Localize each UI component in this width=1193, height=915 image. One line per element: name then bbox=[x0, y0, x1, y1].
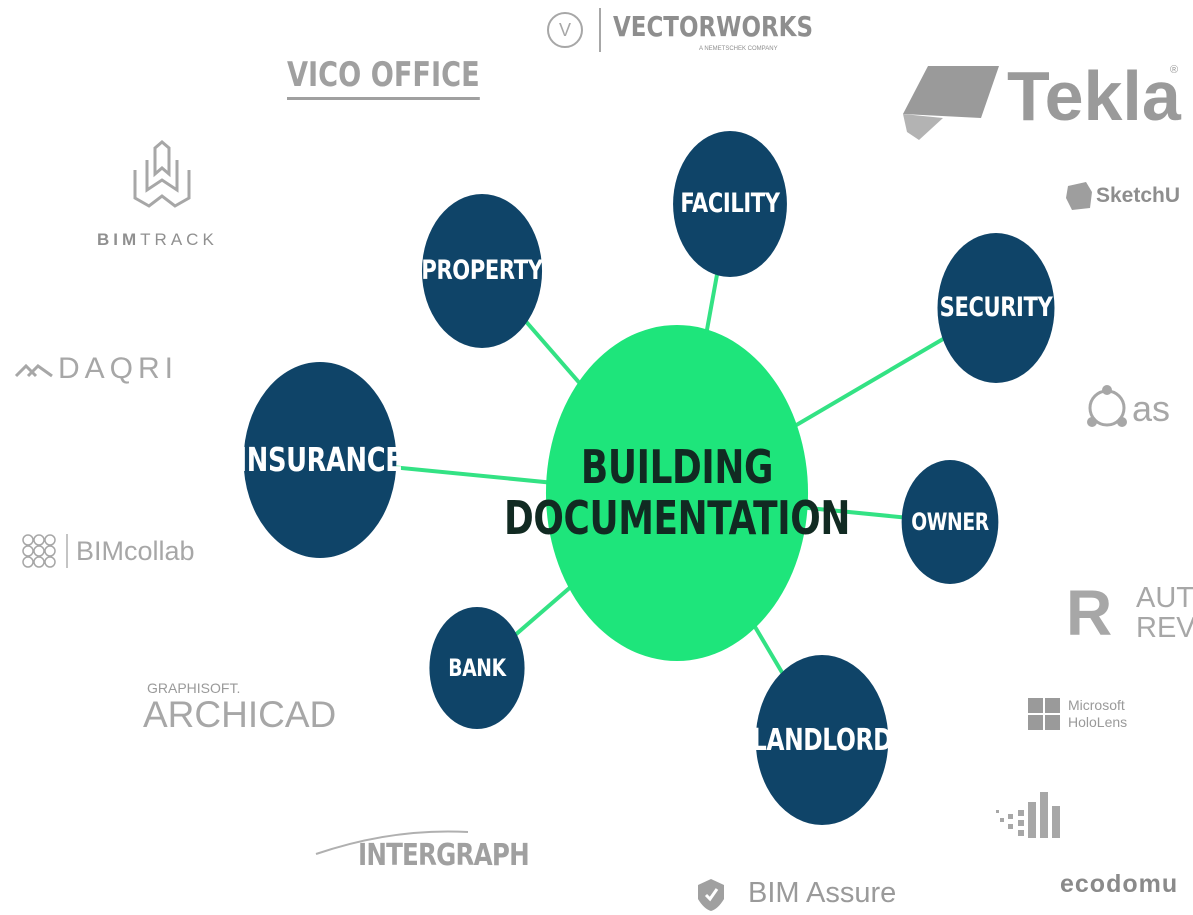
bimcollab-name: BIMcollab bbox=[76, 536, 195, 566]
logo-bimtrack: BIMTRACK bbox=[97, 140, 227, 250]
bim-assure-name: BIM Assure bbox=[748, 877, 897, 909]
bimtrack-wordmark: BIMTRACK bbox=[97, 230, 218, 249]
daqri-mark-icon bbox=[14, 363, 53, 378]
node-property-label: PROPERTY bbox=[421, 255, 543, 287]
vectorworks-mark-icon: V bbox=[547, 12, 583, 48]
vectorworks-tagline: A NEMETSCHEK COMPANY bbox=[699, 46, 778, 52]
microsoft-mark-icon bbox=[1028, 698, 1060, 730]
sketchup-mark-icon bbox=[1066, 182, 1092, 210]
logo-ecodomus: ecodomu bbox=[1060, 870, 1179, 898]
node-bank: BANK bbox=[429, 607, 525, 729]
node-insurance-label: INSURANCE bbox=[237, 439, 403, 479]
bimcollab-mark-icon bbox=[22, 534, 56, 568]
logo-vico-office: VICO OFFICE bbox=[287, 55, 480, 100]
node-security-label: SECURITY bbox=[939, 292, 1053, 324]
node-property: PROPERTY bbox=[421, 194, 543, 348]
center-node-building-documentation: BUILDING DOCUMENTATION bbox=[504, 325, 850, 661]
node-landlord-label: LANDLORD bbox=[751, 722, 893, 758]
node-facility: FACILITY bbox=[673, 131, 787, 277]
intergraph-swoosh-icon bbox=[315, 830, 469, 855]
node-owner: OWNER bbox=[901, 460, 999, 584]
hololens-line2: HoloLens bbox=[1068, 714, 1128, 730]
node-owner-label: OWNER bbox=[911, 507, 989, 536]
intergraph-name: INTERGRAPH bbox=[358, 838, 530, 873]
node-insurance: INSURANCE bbox=[238, 362, 403, 558]
node-landlord: LANDLORD bbox=[752, 655, 893, 825]
archicad-name: ARCHICAD bbox=[143, 694, 337, 735]
revit-mark-icon: R bbox=[1066, 577, 1113, 649]
revit-line2: REV bbox=[1136, 612, 1193, 644]
node-security: SECURITY bbox=[937, 233, 1055, 383]
vectorworks-name: VECTORWORKS bbox=[613, 10, 814, 43]
tekla-name: Tekla bbox=[1007, 57, 1181, 135]
revit-line1: AUT bbox=[1136, 582, 1193, 614]
bim-assure-shield-icon bbox=[698, 879, 724, 911]
vectorworks-divider bbox=[599, 8, 601, 52]
center-label-line1: BUILDING bbox=[580, 440, 774, 495]
node-bank-label: BANK bbox=[448, 653, 506, 682]
archicad-brand: GRAPHISOFT. bbox=[147, 680, 241, 696]
asite-name: as bbox=[1132, 388, 1171, 429]
tekla-registered-mark: ® bbox=[1170, 64, 1179, 76]
node-facility-label: FACILITY bbox=[680, 188, 780, 220]
center-label-line2: DOCUMENTATION bbox=[504, 491, 850, 545]
bimtrack-mark-icon bbox=[133, 140, 191, 208]
tekla-mark-icon bbox=[903, 66, 999, 140]
bimcollab-divider bbox=[66, 534, 68, 568]
sketchup-name: SketchU bbox=[1096, 184, 1181, 207]
hololens-line1: Microsoft bbox=[1068, 697, 1125, 713]
daqri-name: DAQRI bbox=[58, 352, 179, 385]
pixel-bars-logo-icon bbox=[996, 792, 1060, 838]
asite-mark-icon bbox=[1087, 385, 1127, 427]
